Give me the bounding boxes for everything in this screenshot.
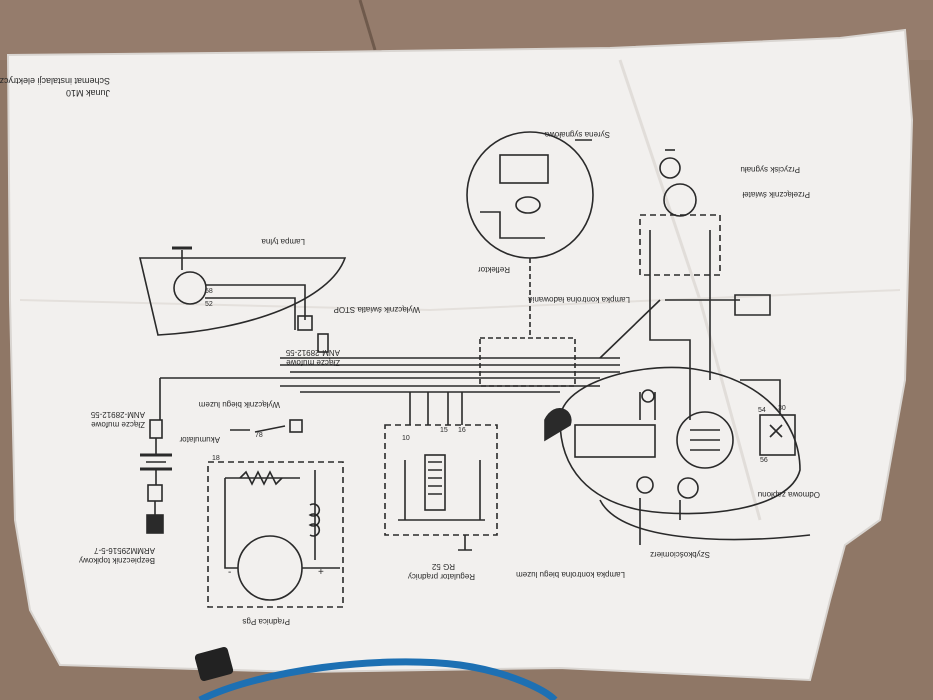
neutral-lamp [636, 476, 654, 494]
terminal-58: 58 [205, 288, 213, 295]
terminal-plus: + [318, 567, 324, 578]
speedometer-lamps [499, 154, 549, 184]
label-reflektor: Reflektor [478, 265, 510, 274]
header-line-1: Junak M10 [66, 88, 110, 98]
label-akumulator: Akumulator [179, 435, 220, 444]
cable-plug [194, 646, 234, 682]
label-zlacze-1-code: ANM-28912-55 [285, 348, 340, 357]
floor-seam [358, 0, 377, 51]
label-przelacznik-swiatel: Przełącznik świateł [742, 190, 810, 199]
fuse-cap [146, 514, 164, 534]
terminal-52: 52 [205, 301, 213, 308]
wiring-diagram [138, 131, 811, 608]
light-switch [663, 183, 697, 217]
terminal-56: 56 [760, 457, 768, 464]
ignition-outline [559, 366, 801, 515]
label-odmowa: Odmowa zapłonu [758, 490, 820, 499]
dial-bulb [515, 196, 541, 214]
terminal-minus: - [228, 567, 231, 578]
terminal-16: 16 [458, 427, 466, 434]
terminal-78: 78 [255, 432, 263, 439]
label-lampka-ladowania: Lampka kontrolna ładowania [528, 295, 630, 304]
label-zlacze-2: Złącze mufowe [91, 420, 145, 429]
horn [734, 294, 771, 316]
label-bezpiecznik-code: ARMM29516-5-7 [94, 546, 155, 555]
terminal-54: 54 [758, 407, 766, 414]
switch-box [639, 214, 721, 276]
label-regulator-code: RG 52 [431, 562, 455, 571]
label-lampa-tylna: Lampa tylna [261, 237, 305, 246]
stop-switch [297, 315, 313, 331]
tail-lamp-bulb [173, 271, 207, 305]
label-lampka-biegu: Lampka kontrolna biegu luzem [516, 570, 625, 579]
terminal-18: 18 [212, 455, 220, 462]
header-line-2: Schemat instalacji elektrycznej [0, 76, 110, 86]
speedometer-lamp [677, 477, 699, 499]
label-wylacznik-stop: Wyłącznik światła STOP [334, 305, 420, 314]
diagram-header: Junak M10 Schemat instalacji elektryczne… [0, 76, 110, 98]
label-zlacze-2-code: ANM-28912-55 [90, 410, 145, 419]
paper-fold [19, 289, 901, 312]
label-bezpiecznik: Bezpiecznik topikowy [79, 556, 155, 565]
terminal-15: 15 [440, 427, 448, 434]
terminal-labels: 58 52 78 18 10 15 16 54 56 30 + - [205, 288, 786, 578]
label-szybkosciomierz: Szybkościomierz [650, 550, 710, 559]
charge-lamp [641, 389, 655, 403]
diagram-labels: Lampa tylna Wyłącznik światła STOP Złącz… [79, 130, 820, 626]
regulator-relay [424, 454, 446, 511]
label-syrena: Syrena sygnałowa [544, 130, 610, 139]
ignition-switch [574, 424, 656, 458]
terminal-10: 10 [402, 435, 410, 442]
label-wylacznik-biegu: Wyłącznik biegu luzem [198, 400, 280, 409]
label-przycisk: Przycisk sygnału [740, 165, 800, 174]
field-resistor [239, 470, 283, 486]
key-symbol [544, 408, 572, 442]
paper-sheet [6, 28, 914, 682]
blue-cable [198, 658, 558, 700]
label-pradnica: Prądnica Pgs [242, 617, 290, 626]
terminal-30: 30 [778, 405, 786, 412]
label-regulator: Regulator prądnicy [408, 572, 475, 581]
horn-button-box [759, 414, 796, 456]
ignition-coil [676, 411, 734, 469]
horn-push [659, 157, 681, 179]
label-zlacze-1: Złącze mufowe [286, 358, 340, 367]
regulator-box [384, 424, 498, 536]
tail-lamp-housing [138, 257, 347, 336]
field-coil [308, 503, 321, 537]
